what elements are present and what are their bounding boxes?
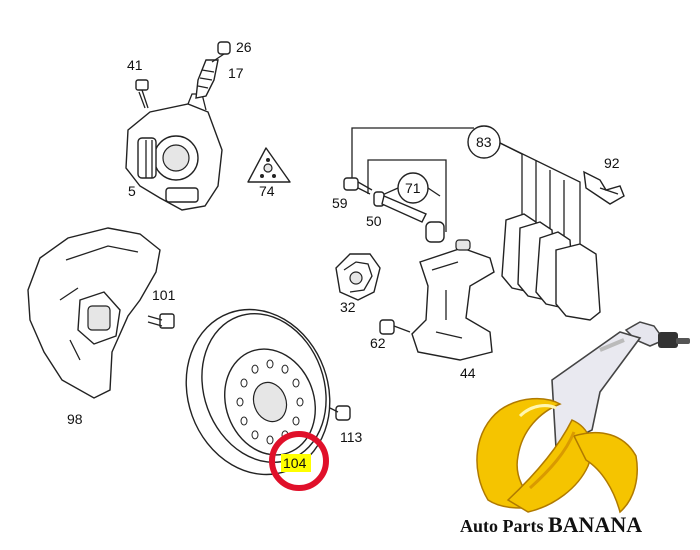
- disc-hole: [292, 378, 300, 388]
- callout-32: 32: [340, 299, 356, 315]
- callout-5: 5: [128, 183, 136, 199]
- disc-hole: [240, 416, 248, 426]
- callout-59: 59: [332, 195, 348, 211]
- disc-hole: [281, 364, 289, 374]
- disc-hole: [240, 378, 248, 388]
- callout-83: 83: [476, 134, 492, 150]
- disc-hole: [266, 435, 274, 445]
- callout-104[interactable]: 104: [283, 455, 307, 471]
- bleeder-screw-part: [195, 59, 219, 99]
- callout-50: 50: [366, 213, 382, 229]
- disc-hole: [292, 416, 300, 426]
- disc-hole: [251, 430, 259, 440]
- callout-92: 92: [604, 155, 620, 171]
- leader-lines: [351, 127, 581, 248]
- caliper-bolt-part: [135, 79, 149, 109]
- callout-74: 74: [259, 183, 275, 199]
- disc-hole: [236, 397, 244, 407]
- disc-hole: [266, 359, 274, 369]
- callout-98: 98: [67, 411, 83, 427]
- brand-name: BANANA: [548, 512, 642, 537]
- callout-71: 71: [405, 180, 421, 196]
- disc-hole: [296, 397, 304, 407]
- callout-26: 26: [236, 39, 252, 55]
- callout-83-circle: [467, 125, 501, 159]
- brake-caliper-part: [125, 93, 223, 211]
- caliper-carrier-part: [411, 239, 495, 361]
- bleeder-cap-part: [217, 41, 231, 55]
- dust-shield-part: [27, 227, 161, 399]
- brand-logo-text: Auto Parts BANANA: [460, 512, 642, 537]
- callout-17: 17: [228, 65, 244, 81]
- callout-104-highlight: [281, 454, 311, 472]
- guide-bolt-part: [343, 177, 373, 195]
- brake-pads-part: [501, 213, 601, 321]
- wear-sensor-part: [583, 170, 625, 205]
- callout-44: 44: [460, 365, 476, 381]
- leader-26: [211, 53, 225, 63]
- spring-clip-part: [335, 253, 381, 301]
- disc-screw-part: [329, 405, 351, 421]
- callout-71-circle: [397, 172, 429, 204]
- callout-113: 113: [340, 429, 363, 445]
- shield-bolt-part: [147, 313, 175, 329]
- carrier-bolt-part: [379, 319, 411, 335]
- disc-hole: [251, 364, 259, 374]
- callout-101: 101: [152, 287, 176, 303]
- triangle-washer-part: [247, 147, 291, 183]
- guide-pin-part: [373, 191, 445, 243]
- callout-41: 41: [127, 57, 143, 73]
- brand-prefix: Auto Parts: [460, 516, 548, 536]
- banana-logo: [476, 321, 690, 514]
- callout-62: 62: [370, 335, 386, 351]
- callout-104-ring: [269, 431, 329, 491]
